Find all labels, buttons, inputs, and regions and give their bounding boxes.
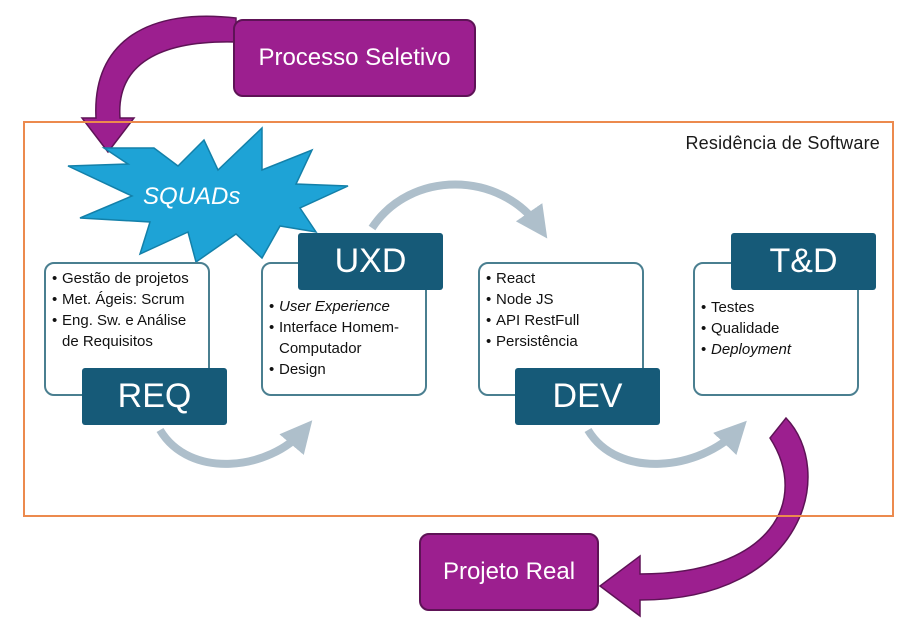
flow-arrow-req-uxd	[156, 420, 313, 468]
req-stage-tab: REQ	[82, 368, 227, 425]
projeto-real-box: Projeto Real	[419, 533, 599, 611]
uxd-item: User Experience	[269, 296, 419, 317]
uxd-item: Design	[269, 359, 419, 380]
uxd-item: Interface Homem-Computador	[269, 317, 419, 359]
req-item: Met. Ágeis: Scrum	[52, 289, 202, 310]
frame-title: Residência de Software	[685, 133, 880, 153]
td-item: Testes	[701, 297, 851, 318]
dev-item: React	[486, 268, 636, 289]
req-item: Eng. Sw. e Análise de Requisitos	[52, 310, 202, 352]
curved-arrow-to-projeto-real	[598, 416, 809, 618]
dev-item: API RestFull	[486, 310, 636, 331]
residencia-frame	[23, 121, 894, 517]
uxd-stage-tab: UXD	[298, 233, 443, 290]
processo-seletivo-box: Processo Seletivo	[233, 19, 476, 97]
dev-item: Persistência	[486, 331, 636, 352]
flow-arrow-dev-td	[584, 420, 747, 468]
curved-arrow-to-squads	[80, 15, 237, 154]
td-item: Qualidade	[701, 318, 851, 339]
td-stage-tab: T&D	[731, 233, 876, 290]
squads-burst-shape	[67, 126, 349, 264]
dev-item: Node JS	[486, 289, 636, 310]
req-item: Gestão de projetos	[52, 268, 202, 289]
dev-detail-box: React Node JS API RestFull Persistência	[478, 262, 644, 396]
td-item: Deployment	[701, 339, 851, 360]
squads-label: SQUADs	[143, 183, 241, 210]
flow-arrow-uxd-dev	[368, 180, 548, 239]
dev-stage-tab: DEV	[515, 368, 660, 425]
